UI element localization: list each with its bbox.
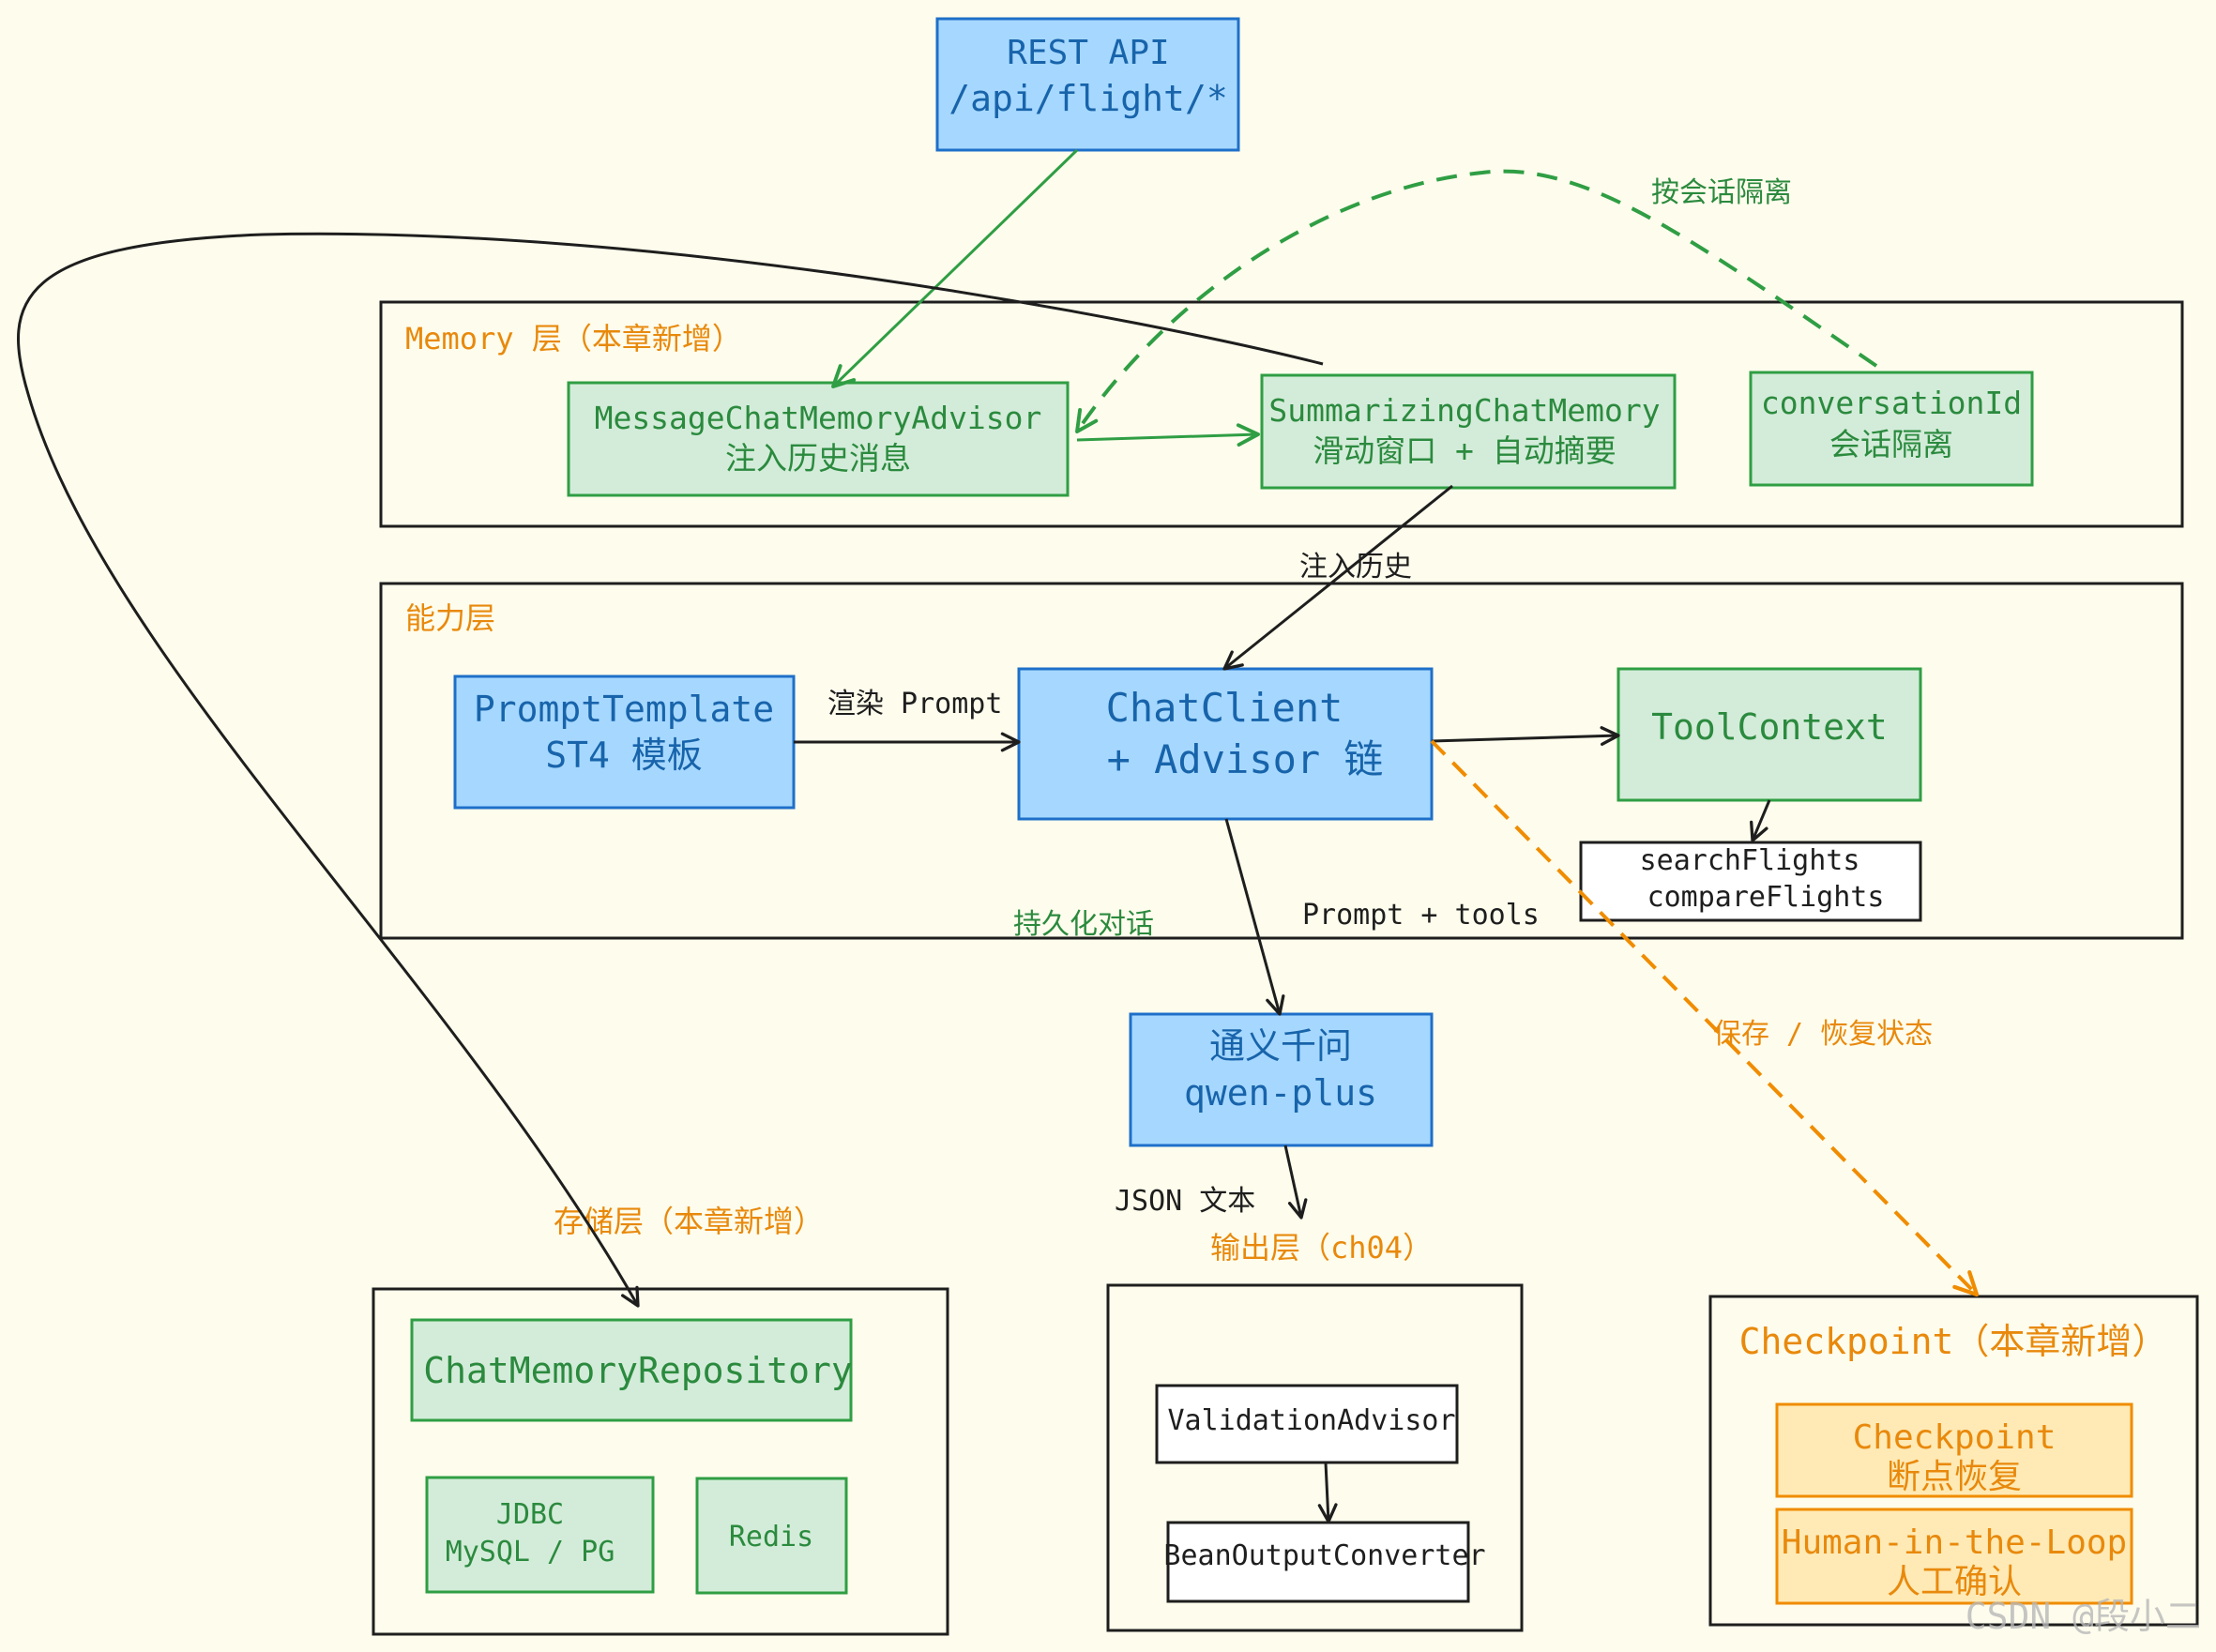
chat-client-subtitle: + Advisor 链 xyxy=(1107,736,1384,782)
edge-conversation-isolation xyxy=(1075,169,1878,433)
memory-layer-title: Memory 层（本章新增） xyxy=(405,321,742,356)
summarizing-chat-memory-node: SummarizingChatMemory 滑动窗口 + 自动摘要 xyxy=(1260,373,1677,490)
rest-api-path: /api/flight/* xyxy=(949,78,1227,119)
edge-validation-to-converter xyxy=(1317,1462,1338,1523)
prompt-template-node: PromptTemplate ST4 模板 xyxy=(453,674,796,810)
output-layer-frame xyxy=(1106,1283,1524,1632)
edge-rest-to-advisor xyxy=(831,148,1079,388)
memory-layer-frame xyxy=(379,300,2184,528)
hitl-title: Human-in-the-Loop xyxy=(1782,1523,2127,1562)
tools-list-node: searchFlights compareFlights xyxy=(1579,841,1922,922)
label-prompt-tools: Prompt + tools xyxy=(1302,899,1540,932)
edge-summarizing-to-chatclient xyxy=(1222,484,1453,671)
chat-memory-repository-title: ChatMemoryRepository xyxy=(423,1350,853,1391)
edge-chatclient-to-toolcontext xyxy=(1431,726,1620,746)
tool-compare-flights: compareFlights xyxy=(1647,881,1885,914)
summarizing-memory-subtitle: 滑动窗口 + 自动摘要 xyxy=(1313,432,1616,469)
jdbc-subtitle: MySQL / PG xyxy=(446,1536,615,1569)
edge-chatclient-to-qwen xyxy=(1224,818,1285,1016)
watermark: CSDN @段小二 xyxy=(1966,1596,2201,1637)
rest-api-label: REST API xyxy=(1007,34,1169,72)
message-advisor-title: MessageChatMemoryAdvisor xyxy=(595,400,1042,436)
output-layer-title: 输出层（ch04） xyxy=(1210,1230,1433,1266)
chat-memory-repository-node: ChatMemoryRepository xyxy=(410,1318,853,1422)
edge-chatclient-to-checkpoint xyxy=(1430,739,1980,1297)
checkpoint-subtitle: 断点恢复 xyxy=(1887,1458,2022,1496)
bean-output-converter-title: BeanOutputConverter xyxy=(1163,1539,1485,1572)
edge-toolcontext-to-tools xyxy=(1750,799,1771,842)
redis-node: Redis xyxy=(695,1477,848,1595)
capability-layer-frame xyxy=(379,582,2184,940)
qwen-subtitle: qwen-plus xyxy=(1184,1072,1377,1114)
checkpoint-layer-title: Checkpoint（本章新增） xyxy=(1739,1321,2168,1362)
tool-context-node: ToolContext xyxy=(1616,667,1922,802)
message-chat-memory-advisor-node: MessageChatMemoryAdvisor 注入历史消息 xyxy=(567,381,1070,497)
prompt-template-subtitle: ST4 模板 xyxy=(545,735,703,776)
edge-persist-dialog xyxy=(17,232,1324,1308)
conversation-id-title: conversationId xyxy=(1761,385,2022,421)
checkpoint-title: Checkpoint xyxy=(1853,1418,2057,1457)
storage-layer-title: 存储层（本章新增） xyxy=(554,1204,824,1239)
validation-advisor-node: ValidationAdvisor xyxy=(1155,1384,1459,1464)
capability-layer-title: 能力层 xyxy=(405,600,495,636)
summarizing-memory-title: SummarizingChatMemory xyxy=(1268,392,1660,429)
label-inject-history: 注入历史 xyxy=(1299,551,1412,584)
conversation-id-node: conversationId 会话隔离 xyxy=(1749,371,2034,487)
jdbc-title: JDBC xyxy=(496,1498,564,1531)
tool-context-title: ToolContext xyxy=(1651,706,1888,748)
label-json-text: JSON 文本 xyxy=(1115,1185,1255,1218)
jdbc-node: JDBC MySQL / PG xyxy=(425,1476,655,1594)
bean-output-converter-node: BeanOutputConverter xyxy=(1163,1521,1486,1603)
tool-search-flights: searchFlights xyxy=(1640,844,1860,877)
human-in-the-loop-node: Human-in-the-Loop 人工确认 xyxy=(1775,1508,2133,1605)
qwen-title: 通义千问 xyxy=(1209,1025,1352,1067)
qwen-model-node: 通义千问 qwen-plus xyxy=(1129,1012,1434,1147)
edge-qwen-to-output xyxy=(1283,1144,1308,1220)
storage-layer-frame xyxy=(372,1287,949,1636)
label-save-restore: 保存 / 恢复状态 xyxy=(1713,1018,1933,1051)
checkpoint-node: Checkpoint 断点恢复 xyxy=(1775,1402,2133,1498)
edge-advisor-to-summarizing xyxy=(1076,423,1260,447)
hitl-subtitle: 人工确认 xyxy=(1887,1563,2022,1601)
redis-title: Redis xyxy=(729,1521,813,1553)
rest-api-node: REST API /api/flight/* xyxy=(935,17,1240,152)
chat-client-title: ChatClient xyxy=(1106,685,1343,731)
label-persist-dialog: 持久化对话 xyxy=(1013,908,1154,941)
label-isolate-by-session: 按会话隔离 xyxy=(1651,176,1792,209)
conversation-id-subtitle: 会话隔离 xyxy=(1829,426,1953,462)
chat-client-node: ChatClient + Advisor 链 xyxy=(1017,667,1434,821)
validation-advisor-title: ValidationAdvisor xyxy=(1167,1404,1455,1437)
label-render-prompt: 渲染 Prompt xyxy=(827,688,1002,720)
message-advisor-subtitle: 注入历史消息 xyxy=(725,440,911,477)
prompt-template-title: PromptTemplate xyxy=(474,689,774,730)
